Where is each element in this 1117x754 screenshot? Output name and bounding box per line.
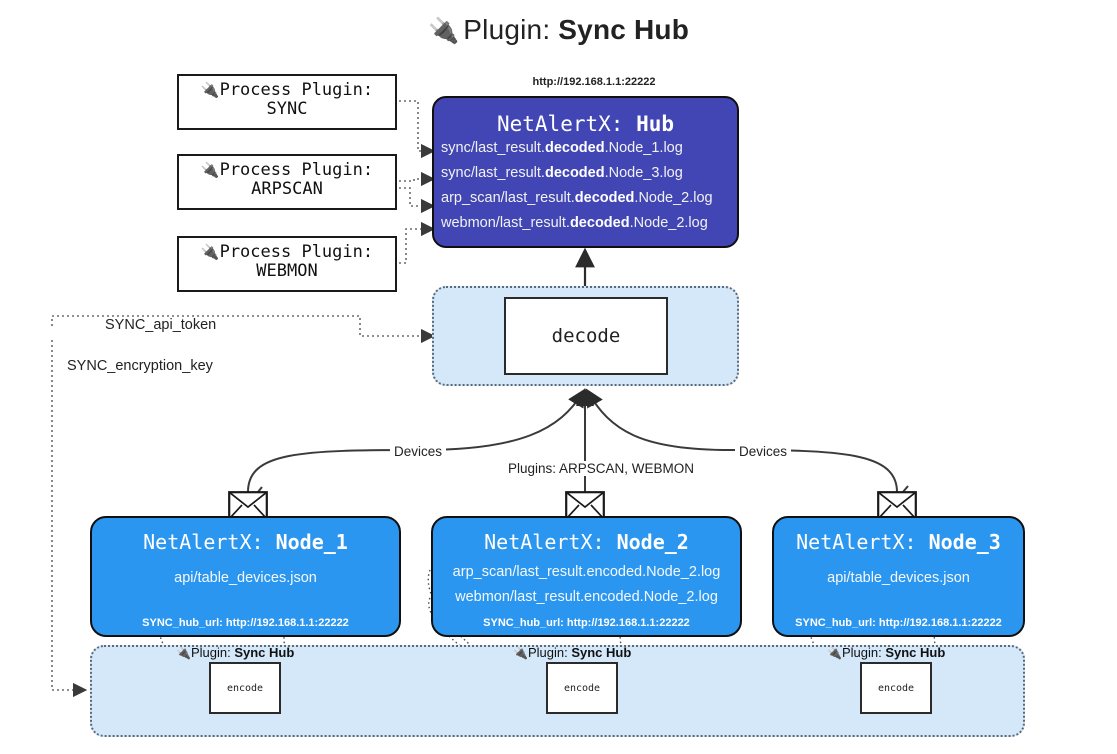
edge-arpscan-plugin-to-hub bbox=[399, 187, 436, 214]
node-data-line: api/table_devices.json bbox=[827, 570, 970, 586]
node-footer: SYNC_hub_url: http://192.168.1.1:22222 bbox=[483, 617, 690, 629]
decode-box[interactable]: decode bbox=[504, 297, 668, 375]
hub-log-line: webmon/last_result.decoded.Node_2.log bbox=[441, 215, 708, 231]
hub-url-label: http://192.168.1.1:22222 bbox=[532, 76, 656, 88]
envelope-icon-node3 bbox=[877, 491, 917, 525]
edge-webmon-plugin-to-hub bbox=[399, 221, 436, 264]
sync-encryption-key-label: SYNC_encryption_key bbox=[62, 358, 218, 374]
node-2[interactable]: NetAlertX: Node_2 arp_scan/last_result.e… bbox=[431, 516, 742, 637]
encoder-caption-2: 🔌Plugin: Sync Hub bbox=[513, 645, 632, 660]
edge-sync-plugin-to-hub bbox=[399, 100, 436, 159]
process-plugin-name: ARPSCAN bbox=[251, 179, 323, 200]
edge-label-devices-right: Devices bbox=[735, 444, 792, 459]
envelope-icon-node1 bbox=[228, 491, 268, 525]
plug-icon: 🔌 bbox=[176, 646, 191, 660]
hub-log-line: sync/last_result.decoded.Node_3.log bbox=[441, 165, 683, 181]
edge-encryption-key-to-encoders bbox=[51, 340, 88, 698]
hub-log-line: sync/last_result.decoded.Node_1.log bbox=[441, 140, 683, 156]
process-plugin-label: Process Plugin: bbox=[219, 80, 374, 100]
node-data-line: api/table_devices.json bbox=[174, 570, 317, 586]
process-plugin-name: WEBMON bbox=[256, 261, 318, 282]
plug-icon: 🔌 bbox=[427, 17, 460, 45]
node-data-line: webmon/last_result.encoded.Node_2.log bbox=[455, 589, 718, 605]
node-title: NetAlertX: Node_2 bbox=[484, 530, 689, 554]
node-footer: SYNC_hub_url: http://192.168.1.1:22222 bbox=[795, 617, 1002, 629]
encode-box-1[interactable]: encode bbox=[209, 662, 281, 714]
process-plugin-webmon[interactable]: 🔌Process Plugin: WEBMON bbox=[177, 236, 397, 292]
plug-icon: 🔌 bbox=[200, 243, 220, 261]
edge-label-devices-left: Devices bbox=[390, 444, 447, 459]
plug-icon: 🔌 bbox=[827, 646, 842, 660]
hub-node[interactable]: NetAlertX: Hub sync/last_result.decoded.… bbox=[432, 96, 739, 248]
edge-node1-to-decode bbox=[247, 388, 586, 493]
plug-icon: 🔌 bbox=[513, 646, 528, 660]
hub-title-name: Hub bbox=[636, 112, 674, 136]
title-prefix: Plugin: bbox=[463, 14, 559, 45]
node-title: NetAlertX: Node_1 bbox=[143, 530, 348, 554]
edge-sync-plugin-to-hub-2 bbox=[399, 171, 436, 187]
node-1[interactable]: NetAlertX: Node_1 api/table_devices.json… bbox=[90, 516, 401, 637]
encode-box-3[interactable]: encode bbox=[860, 662, 932, 714]
edge-node3-to-decode bbox=[585, 388, 898, 493]
process-plugin-label: Process Plugin: bbox=[219, 160, 374, 180]
hub-title: NetAlertX: Hub bbox=[434, 112, 737, 136]
plug-icon: 🔌 bbox=[200, 161, 220, 179]
encode-box-2[interactable]: encode bbox=[546, 662, 618, 714]
hub-log-line: arp_scan/last_result.decoded.Node_2.log bbox=[441, 190, 713, 206]
page-title: 🔌Plugin: Sync Hub bbox=[0, 14, 1117, 46]
encoder-caption-3: 🔌Plugin: Sync Hub bbox=[827, 645, 946, 660]
title-name: Sync Hub bbox=[558, 14, 690, 45]
node-3[interactable]: NetAlertX: Node_3 api/table_devices.json… bbox=[772, 516, 1025, 637]
process-plugin-name: SYNC bbox=[266, 99, 308, 120]
node-title: NetAlertX: Node_3 bbox=[796, 530, 1001, 554]
encoder-caption-1: 🔌Plugin: Sync Hub bbox=[176, 645, 295, 660]
node-footer: SYNC_hub_url: http://192.168.1.1:22222 bbox=[142, 617, 349, 629]
plug-icon: 🔌 bbox=[200, 81, 220, 99]
hub-title-prefix: NetAlertX: bbox=[496, 112, 637, 136]
node-data-line: arp_scan/last_result.encoded.Node_2.log bbox=[452, 564, 721, 580]
process-plugin-label: Process Plugin: bbox=[219, 242, 374, 262]
envelope-icon-node2 bbox=[565, 491, 605, 525]
process-plugin-sync[interactable]: 🔌Process Plugin: SYNC bbox=[177, 74, 397, 130]
edge-label-plugins-center: Plugins: ARPSCAN, WEBMON bbox=[504, 461, 699, 476]
sync-api-token-label: SYNC_api_token bbox=[100, 317, 222, 333]
process-plugin-arpscan[interactable]: 🔌Process Plugin: ARPSCAN bbox=[177, 154, 397, 210]
